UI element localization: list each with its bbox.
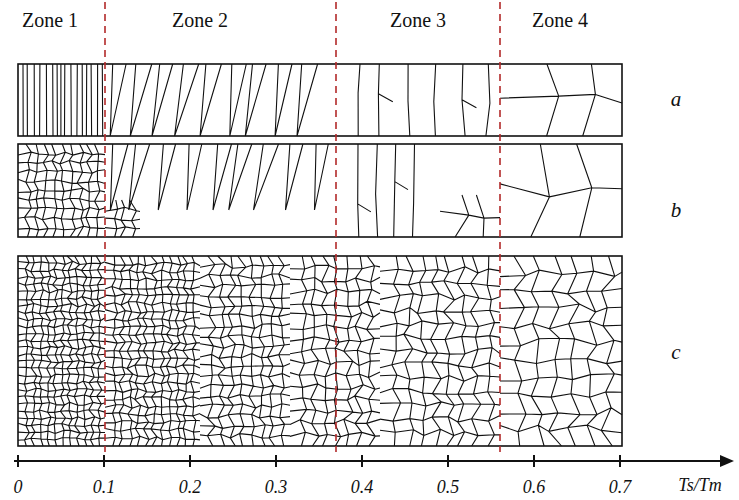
equiaxed-grains	[440, 195, 500, 237]
zone-boundaries	[105, 2, 500, 452]
tick-label: 0.6	[523, 478, 546, 496]
zone-boundary	[104, 2, 106, 452]
axis-tick	[447, 455, 449, 467]
equiaxed-grains	[18, 256, 105, 446]
equiaxed-grains	[380, 256, 500, 446]
panel-b-frame	[18, 144, 622, 237]
tick-label: 0.7	[609, 478, 632, 496]
axis-line	[14, 460, 722, 462]
axis-tick	[361, 455, 363, 467]
axis-tick	[275, 455, 277, 467]
equiaxed-grains	[500, 144, 622, 237]
zone-label: Zone 3	[388, 10, 448, 30]
tick-label: 0	[14, 478, 23, 496]
zone-label: Zone 2	[170, 10, 230, 30]
equiaxed-grains	[200, 256, 290, 446]
axis-tick	[17, 455, 19, 467]
axis-arrowhead	[720, 455, 734, 467]
axis-tick	[189, 455, 191, 467]
zone-label: Zone 4	[530, 10, 590, 30]
grain-structures	[18, 64, 622, 446]
equiaxed-grains	[500, 64, 622, 136]
row-letter: a	[671, 89, 682, 110]
zone-boundary	[335, 2, 337, 452]
fibrous-grains	[23, 64, 103, 136]
equiaxed-grains	[18, 144, 105, 237]
columnar-grains	[358, 144, 415, 237]
tick-label: 0.1	[93, 478, 116, 496]
equiaxed-grains	[105, 256, 200, 446]
columnar-grains	[110, 144, 328, 210]
axis-title: Ts/Tm	[678, 476, 721, 494]
row-letter: c	[671, 342, 680, 363]
axis-tick	[619, 455, 621, 467]
panel-c-frame	[18, 256, 622, 446]
axis-tick	[103, 455, 105, 467]
columnar-grains	[110, 64, 317, 136]
panel-frames	[18, 64, 622, 446]
tick-label: 0.3	[265, 478, 288, 496]
panel-a-frame	[18, 64, 622, 136]
equiaxed-grains	[500, 256, 622, 446]
axis-tick	[533, 455, 535, 467]
temperature-axis	[14, 455, 734, 467]
tick-label: 0.2	[179, 478, 202, 496]
zone-boundary	[499, 2, 501, 452]
row-letter: b	[671, 200, 682, 221]
equiaxed-grains	[290, 256, 380, 446]
tick-label: 0.4	[351, 478, 374, 496]
zone-label: Zone 1	[20, 10, 80, 30]
axis-ticks	[18, 455, 620, 467]
tick-label: 0.5	[437, 478, 460, 496]
columnar-grains	[358, 64, 490, 136]
